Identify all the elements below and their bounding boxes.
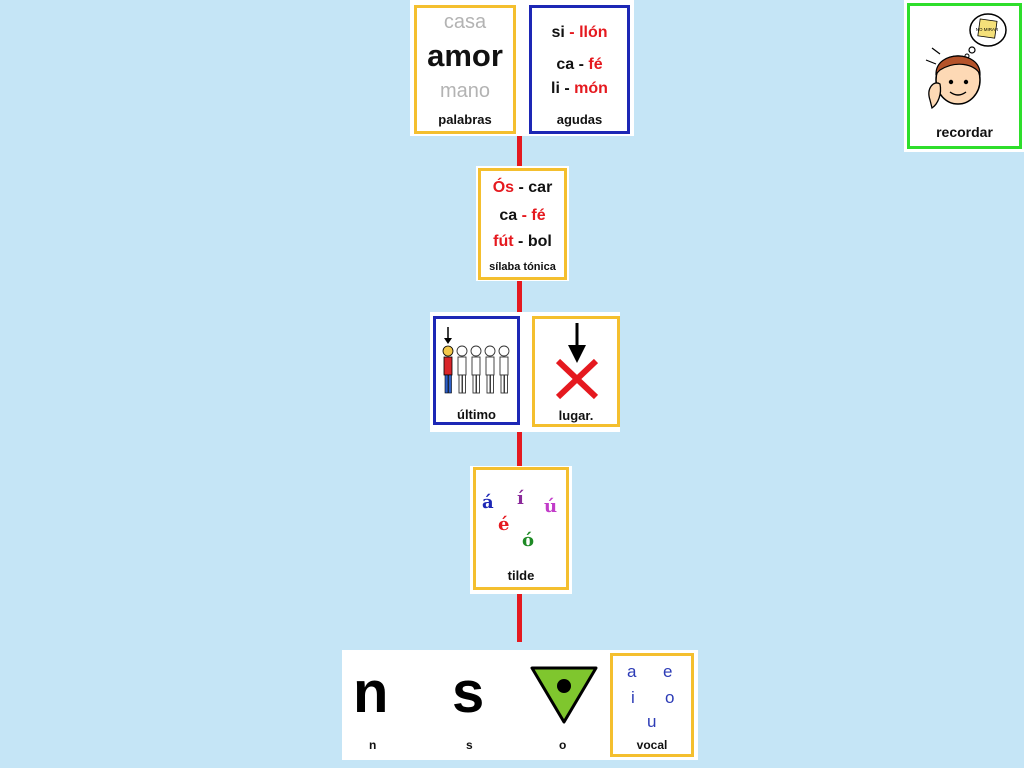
syllable-sep: -: [514, 179, 529, 196]
syllable-a: Ós: [492, 179, 515, 196]
word-casa: casa: [443, 11, 487, 33]
queue-last-person-icon: [442, 327, 510, 394]
syllable-a: ca: [556, 56, 575, 73]
syllable-sep: -: [559, 80, 575, 97]
silaba-caption: sílaba tónica: [489, 261, 556, 273]
syllable-line: Ós - car: [481, 179, 564, 197]
syllable-line: fút - bol: [481, 233, 564, 251]
palabras-card[interactable]: casa amor mano palabras: [414, 5, 516, 134]
syllable-line: ca - fé: [481, 207, 564, 225]
letter-s-caption: s: [466, 738, 473, 752]
letter-n-glyph: n: [353, 660, 389, 725]
note-text: NO MIRAR: [976, 27, 999, 32]
syllable-b: fé: [531, 207, 546, 224]
syllable-line: li - món: [532, 80, 627, 98]
vowel-letter: i: [631, 688, 635, 707]
connector-line: [517, 280, 522, 312]
syllable-sep: -: [564, 24, 580, 41]
ultimo-caption: último: [457, 407, 496, 422]
lugar-card[interactable]: lugar.: [532, 316, 620, 427]
accent-letter: é: [498, 514, 510, 535]
letter-n-caption: n: [369, 738, 377, 752]
arrow-down-cross-icon: [555, 323, 599, 400]
letter-s-glyph: s: [452, 660, 485, 725]
accent-letter: ú: [544, 496, 558, 517]
syllable-b: llón: [579, 24, 608, 41]
syllable-sep: -: [517, 207, 532, 224]
recordar-button[interactable]: NO MIRAR recordar: [907, 3, 1022, 149]
palabras-caption: palabras: [438, 112, 492, 127]
syllable-sep: -: [574, 56, 589, 73]
green-triangle-dot-icon[interactable]: [528, 664, 600, 726]
syllable-a: li: [551, 80, 560, 97]
syllable-a: ca: [499, 207, 518, 224]
syllable-line: ca - fé: [532, 56, 627, 74]
syllable-b: món: [574, 80, 608, 97]
vowel-letter: u: [647, 712, 657, 731]
silaba-card[interactable]: Ós - car ca - fé fút - bol sílaba tónica: [478, 168, 567, 280]
syllable-b: car: [528, 179, 553, 196]
syllable-b: fé: [588, 56, 603, 73]
connector-line: [517, 430, 522, 468]
vowel-letter: e: [663, 662, 673, 681]
syllable-a: fút: [493, 233, 514, 250]
ultimo-card[interactable]: último: [433, 316, 520, 425]
vocal-caption: vocal: [636, 738, 668, 752]
tilde-card[interactable]: á í ú é ó tilde: [473, 467, 569, 590]
tilde-caption: tilde: [507, 568, 535, 583]
word-mano: mano: [439, 80, 491, 102]
letter-o-caption: o: [559, 738, 567, 752]
lugar-caption: lugar.: [558, 408, 594, 423]
syllable-line: si - llón: [532, 24, 627, 42]
connector-line: [517, 592, 522, 642]
vowel-letter: o: [665, 688, 675, 707]
syllable-sep: -: [513, 233, 528, 250]
vocal-card[interactable]: a e i o u vocal: [610, 653, 694, 757]
accent-letter: á: [482, 492, 494, 513]
vowel-letter: a: [627, 662, 637, 681]
agudas-card[interactable]: si - llón ca - fé li - món agudas: [529, 5, 630, 134]
recordar-caption: recordar: [936, 124, 993, 140]
connector-line: [517, 134, 522, 170]
agudas-caption: agudas: [556, 112, 603, 127]
accent-letter: í: [517, 488, 524, 509]
word-amor: amor: [427, 38, 503, 73]
syllable-b: bol: [527, 233, 552, 250]
thinking-person-icon: NO MIRAR: [925, 13, 1007, 110]
syllable-a: si: [551, 24, 565, 41]
accent-letter: ó: [522, 530, 535, 551]
